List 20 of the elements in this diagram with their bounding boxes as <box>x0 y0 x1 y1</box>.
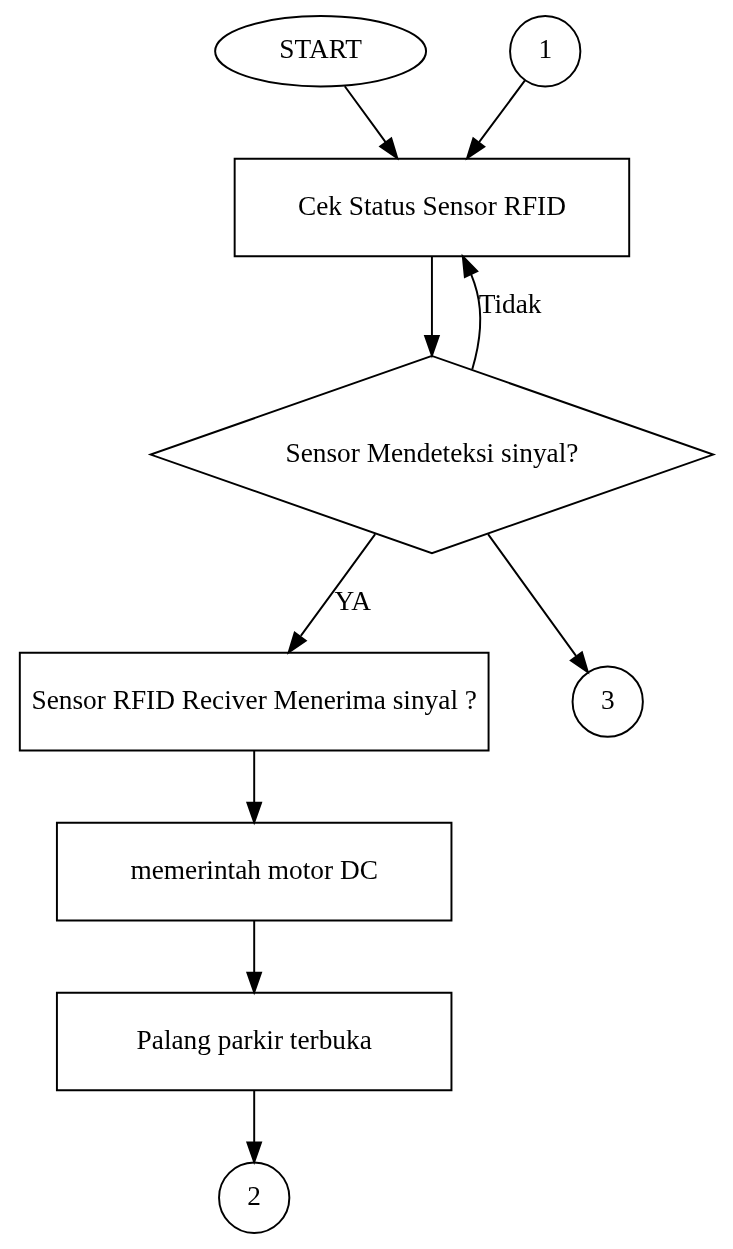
arrow <box>246 919 263 996</box>
arrow <box>423 255 441 359</box>
arrow <box>246 749 263 826</box>
node-circle: 1 <box>509 15 582 88</box>
node-box: Sensor RFID Reciver Menerima sinyal ? <box>18 651 490 752</box>
node-ellipse: START <box>214 15 428 88</box>
arrow <box>461 253 482 371</box>
edge-label: Tidak <box>478 289 542 320</box>
node-box: memerintah motor DC <box>55 821 453 922</box>
arrow <box>487 533 590 675</box>
arrow <box>465 79 526 161</box>
edge-label: YA <box>334 586 372 617</box>
node-diamond: Sensor Mendeteksi sinyal? <box>147 354 717 555</box>
arrow <box>246 1089 263 1165</box>
node-circle: 3 <box>571 665 644 738</box>
arrow <box>343 85 399 161</box>
node-box: Palang parkir terbuka <box>55 991 453 1092</box>
arrow <box>286 533 377 655</box>
node-box: Cek Status Sensor RFID <box>233 157 631 258</box>
node-circle: 2 <box>218 1161 291 1234</box>
